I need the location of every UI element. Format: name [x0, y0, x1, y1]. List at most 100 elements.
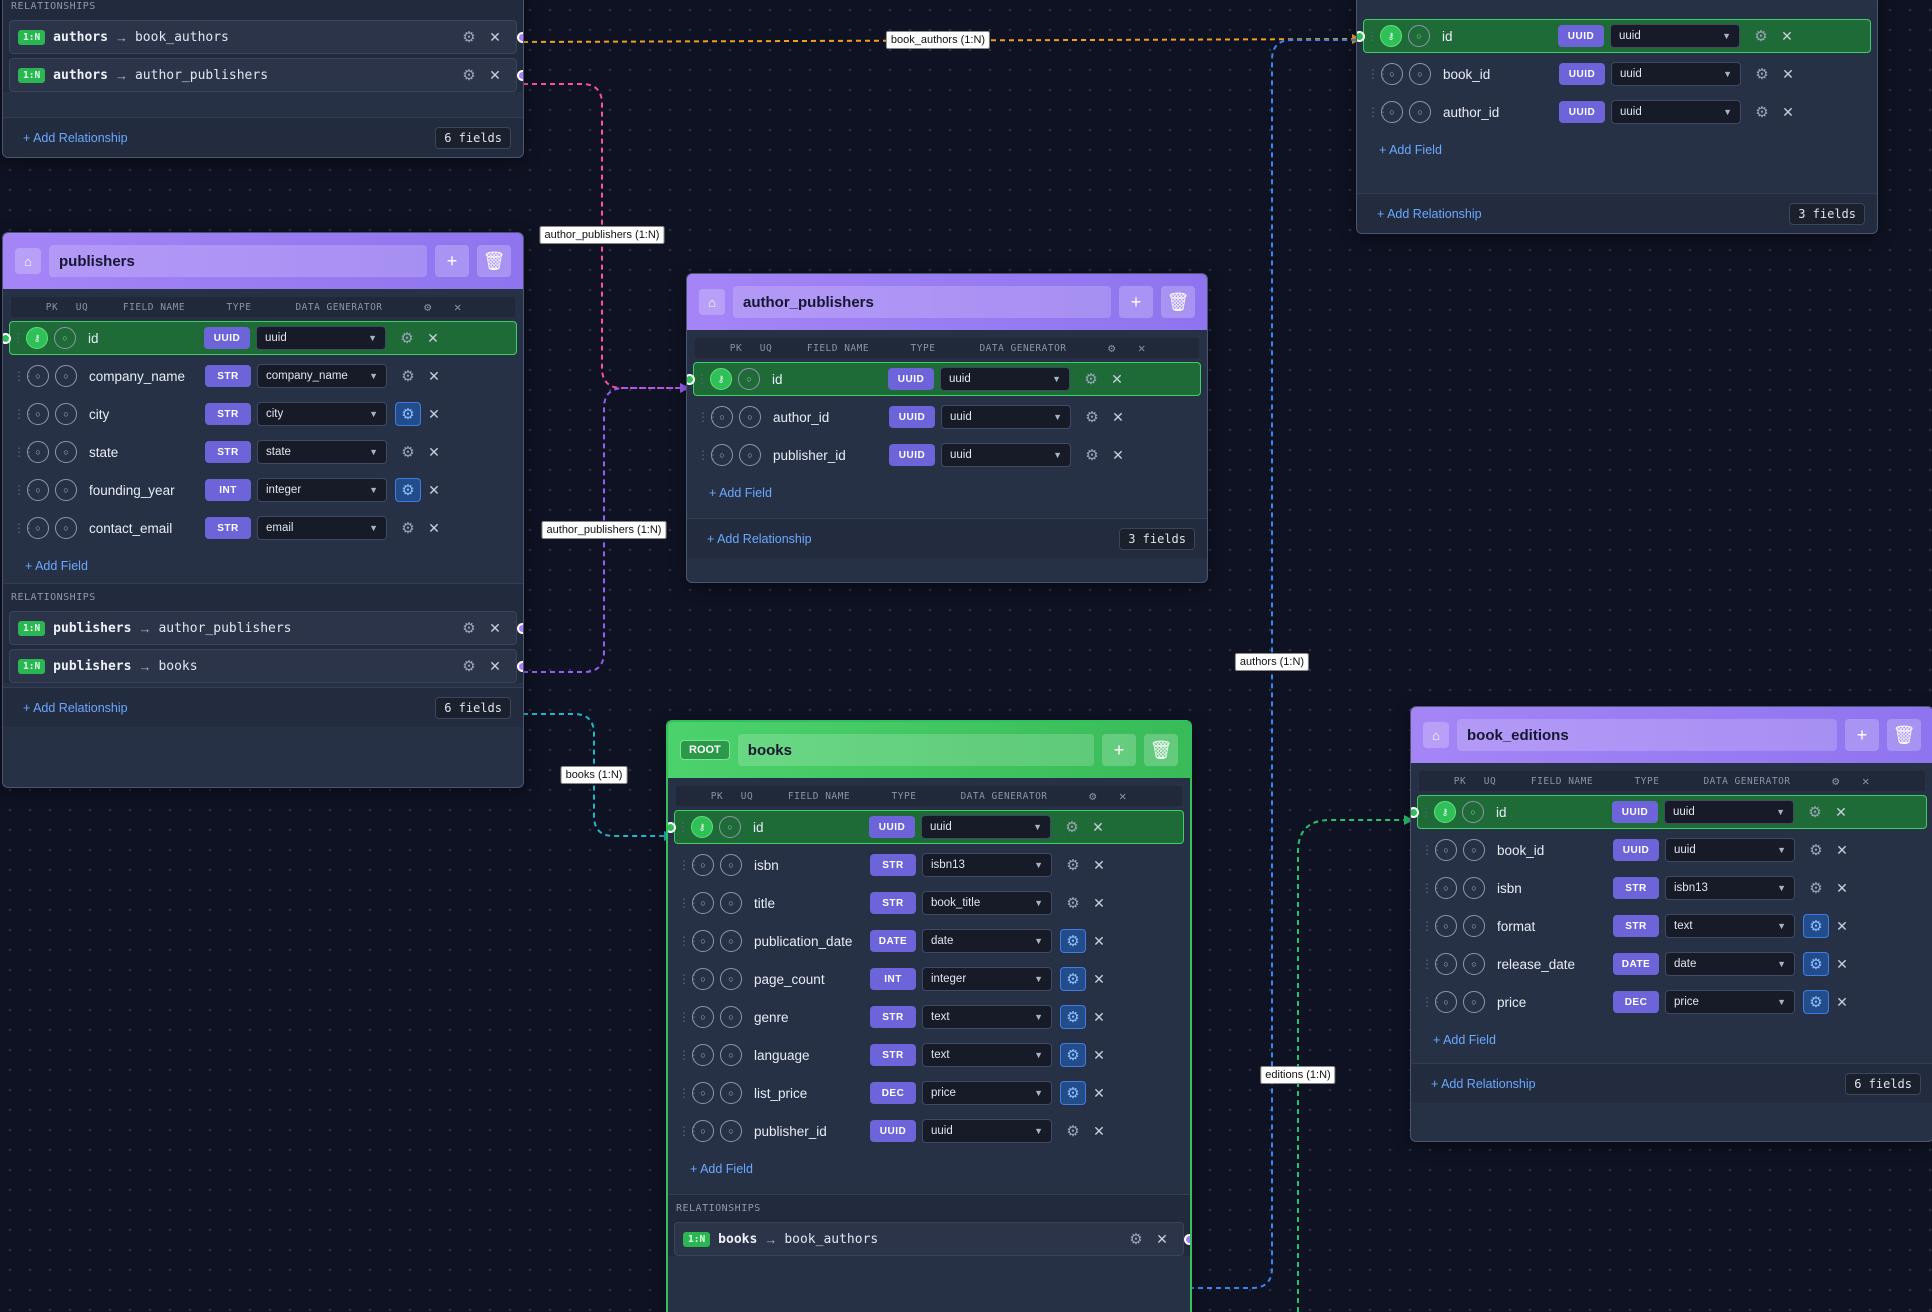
target-handle[interactable]: [687, 374, 695, 385]
gear-icon[interactable]: ⚙: [1085, 447, 1099, 464]
type-badge[interactable]: UUID: [869, 816, 915, 838]
type-badge[interactable]: STR: [870, 1044, 916, 1066]
add-button[interactable]: +: [1102, 734, 1136, 766]
field-name[interactable]: price: [1497, 994, 1527, 1010]
add-button[interactable]: +: [1845, 719, 1879, 751]
unique-toggle[interactable]: ○: [1463, 953, 1485, 975]
generator-select[interactable]: uuid▼: [941, 405, 1071, 429]
gear-icon[interactable]: ⚙: [462, 658, 476, 675]
close-icon[interactable]: ✕: [428, 519, 440, 536]
table-name[interactable]: books: [737, 734, 1094, 766]
gear-icon[interactable]: ⚙: [1085, 409, 1099, 426]
drag-handle-icon[interactable]: ⋮⋮: [678, 1124, 700, 1138]
close-icon[interactable]: ✕: [489, 28, 501, 45]
type-badge[interactable]: STR: [870, 1006, 916, 1028]
primary-key-toggle[interactable]: ○: [1435, 877, 1457, 899]
source-handle[interactable]: [517, 623, 523, 634]
gear-icon[interactable]: ⚙: [1066, 857, 1080, 874]
close-icon[interactable]: ✕: [1112, 446, 1124, 463]
drag-handle-icon[interactable]: ⋮⋮: [1421, 995, 1443, 1009]
field-name[interactable]: genre: [754, 1009, 789, 1025]
target-handle[interactable]: [1411, 807, 1419, 818]
target-handle[interactable]: [1357, 31, 1365, 42]
generator-select[interactable]: uuid▼: [941, 443, 1071, 467]
primary-key-toggle[interactable]: ⚷: [691, 816, 713, 838]
unique-toggle[interactable]: ○: [1409, 101, 1431, 123]
generator-select[interactable]: integer▼: [922, 967, 1052, 991]
field-name[interactable]: isbn: [754, 857, 779, 873]
primary-key-toggle[interactable]: ○: [1435, 953, 1457, 975]
type-badge[interactable]: UUID: [204, 327, 250, 349]
gear-icon[interactable]: ⚙: [1803, 914, 1829, 938]
trash-icon[interactable]: 🗑: [1161, 286, 1195, 318]
close-icon[interactable]: ✕: [1093, 1008, 1105, 1025]
type-badge[interactable]: DATE: [1613, 953, 1659, 975]
generator-select[interactable]: uuid▼: [940, 367, 1070, 391]
unique-toggle[interactable]: ○: [1462, 801, 1484, 823]
close-icon[interactable]: ✕: [428, 443, 440, 460]
add-field-button[interactable]: + Add Field: [1379, 143, 1442, 157]
drag-handle-icon[interactable]: ⋮⋮: [678, 1048, 700, 1062]
primary-key-toggle[interactable]: ○: [692, 1006, 714, 1028]
close-icon[interactable]: ✕: [427, 329, 439, 346]
generator-select[interactable]: book_title▼: [922, 891, 1052, 915]
field-name[interactable]: id: [753, 819, 764, 835]
target-handle[interactable]: [3, 333, 11, 344]
unique-toggle[interactable]: ○: [720, 1044, 742, 1066]
unique-toggle[interactable]: ○: [739, 444, 761, 466]
close-icon[interactable]: ✕: [1093, 1122, 1105, 1139]
add-button[interactable]: +: [435, 245, 469, 277]
unique-toggle[interactable]: ○: [1408, 25, 1430, 47]
field-row[interactable]: ⋮⋮ ○ ○ book_id UUID uuid▼ ⚙ ✕: [1365, 57, 1869, 91]
edge-label-author-publishers[interactable]: author_publishers (1:N): [539, 226, 665, 244]
field-name[interactable]: release_date: [1497, 956, 1576, 972]
unique-toggle[interactable]: ○: [55, 479, 77, 501]
unique-toggle[interactable]: ○: [54, 327, 76, 349]
gear-icon[interactable]: ⚙: [1809, 880, 1823, 897]
source-handle[interactable]: [1184, 1234, 1190, 1245]
gear-icon[interactable]: ⚙: [462, 29, 476, 46]
field-name[interactable]: company_name: [89, 368, 186, 384]
generator-select[interactable]: integer▼: [257, 478, 387, 502]
unique-toggle[interactable]: ○: [720, 854, 742, 876]
close-icon[interactable]: ✕: [1836, 879, 1848, 896]
generator-select[interactable]: text▼: [1665, 914, 1795, 938]
unique-toggle[interactable]: ○: [1463, 839, 1485, 861]
primary-key-toggle[interactable]: ○: [692, 892, 714, 914]
close-icon[interactable]: ✕: [1092, 818, 1104, 835]
type-badge[interactable]: UUID: [1558, 25, 1604, 47]
add-relationship-button[interactable]: + Add Relationship: [23, 700, 128, 715]
source-handle[interactable]: [517, 32, 523, 43]
drag-handle-icon[interactable]: ⋮⋮: [1421, 957, 1443, 971]
edge-label-editions[interactable]: editions (1:N): [1260, 1066, 1336, 1084]
close-icon[interactable]: ✕: [1093, 894, 1105, 911]
field-name[interactable]: isbn: [1497, 880, 1522, 896]
primary-key-toggle[interactable]: ○: [711, 406, 733, 428]
unique-toggle[interactable]: ○: [55, 365, 77, 387]
drag-handle-icon[interactable]: ⋮⋮: [697, 410, 719, 424]
relationship-row[interactable]: 1:N publishers → books ⚙ ✕: [9, 649, 523, 683]
gear-icon[interactable]: ⚙: [1060, 1043, 1086, 1067]
unique-toggle[interactable]: ○: [55, 441, 77, 463]
field-name[interactable]: list_price: [754, 1085, 808, 1101]
primary-key-toggle[interactable]: ○: [692, 1044, 714, 1066]
primary-key-toggle[interactable]: ○: [692, 968, 714, 990]
field-row[interactable]: ⋮⋮ ⚷ ○ id UUID uuid▼ ⚙ ✕: [1357, 19, 1871, 53]
add-field-button[interactable]: + Add Field: [25, 559, 88, 573]
drag-handle-icon[interactable]: ⋮⋮: [678, 858, 700, 872]
type-badge[interactable]: STR: [205, 365, 251, 387]
field-name[interactable]: page_count: [754, 971, 825, 987]
drag-handle-icon[interactable]: ⋮⋮: [696, 372, 718, 386]
type-badge[interactable]: STR: [205, 517, 251, 539]
